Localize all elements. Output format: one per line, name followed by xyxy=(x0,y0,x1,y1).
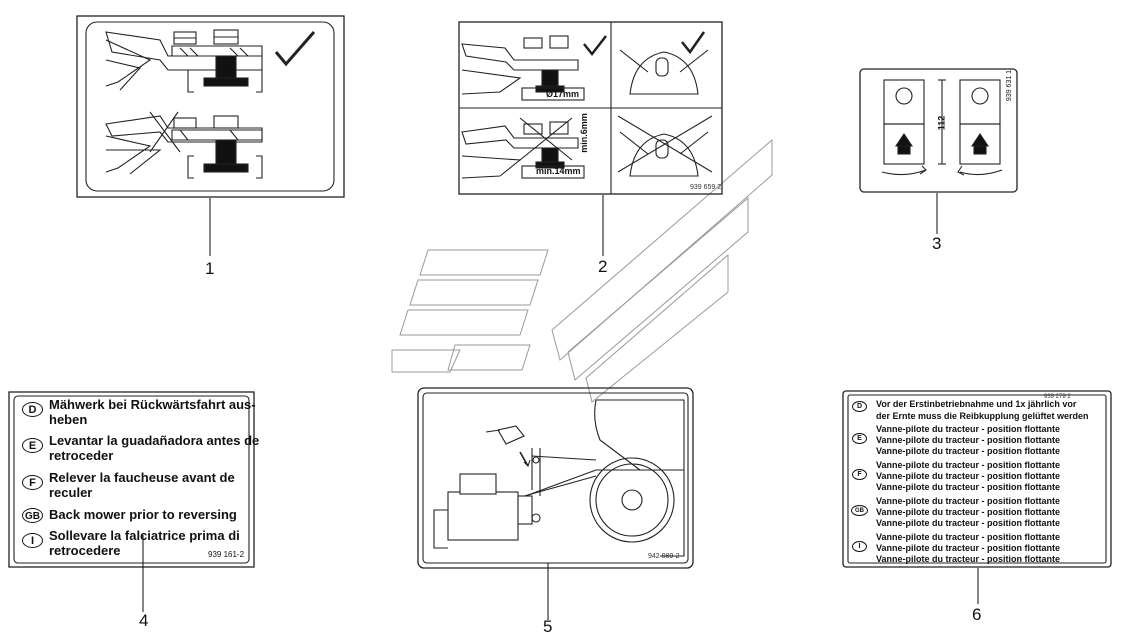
sticker6-e-line2: Vanne-pilote du tracteur - position flot… xyxy=(876,435,1061,445)
sticker3-dim: 112 xyxy=(936,115,947,131)
sticker6-d-line2: der Ernte muss die Reibkupplung gelüftet… xyxy=(876,411,1089,421)
sticker-5 xyxy=(417,387,694,620)
sticker4-e-line1: Levantar la guadañadora antes de xyxy=(49,433,260,448)
callout-5: 5 xyxy=(543,617,553,636)
sticker4-f-line1: Relever la faucheuse avant de xyxy=(49,470,235,485)
sticker5-part-number: 942 089-2 xyxy=(648,553,680,560)
sticker6-code-e: E xyxy=(852,433,867,444)
sticker2-dim-bottom: min.14mm xyxy=(536,166,581,176)
sticker4-f-line2: reculer xyxy=(49,485,93,500)
sticker-4 xyxy=(8,391,255,612)
sticker6-gb-line3: Vanne-pilote du tracteur - position flot… xyxy=(876,518,1061,528)
callout-1: 1 xyxy=(205,259,215,278)
sticker2-dim-side: min.6mm xyxy=(578,113,589,153)
sticker6-code-gb: GB xyxy=(851,505,868,516)
sticker4-code-f: F xyxy=(22,475,43,490)
sticker6-gb-line2: Vanne-pilote du tracteur - position flot… xyxy=(876,507,1061,517)
sticker6-f-line3: Vanne-pilote du tracteur - position flot… xyxy=(876,482,1061,492)
sticker6-i-line1: Vanne-pilote du tracteur - position flot… xyxy=(876,532,1061,542)
sticker4-d-line2: heben xyxy=(49,412,88,427)
sticker4-code-i: I xyxy=(22,533,43,548)
sticker2-part-number: 939 659 2 xyxy=(690,184,722,191)
sticker6-i-line3: Vanne-pilote du tracteur - position flot… xyxy=(876,554,1061,564)
sticker6-part-number: 939 279 2 xyxy=(1044,394,1071,400)
sticker-3 xyxy=(859,68,1018,234)
sticker6-code-i: I xyxy=(852,541,867,552)
callout-2: 2 xyxy=(598,257,608,276)
sticker6-f-line1: Vanne-pilote du tracteur - position flot… xyxy=(876,460,1061,470)
sticker-1 xyxy=(76,15,345,256)
sticker6-code-f: F xyxy=(852,469,867,480)
sticker4-gb-line1: Back mower prior to reversing xyxy=(49,507,237,522)
sticker-2 xyxy=(458,21,723,256)
sticker6-d-line1: Vor der Erstinbetriebnahme und 1x jährli… xyxy=(876,399,1077,409)
sticker4-code-d: D xyxy=(22,402,43,417)
sticker6-e-line1: Vanne-pilote du tracteur - position flot… xyxy=(876,424,1061,434)
sticker6-e-line3: Vanne-pilote du tracteur - position flot… xyxy=(876,446,1061,456)
sticker4-d-line1: Mähwerk bei Rückwärtsfahrt aus- xyxy=(49,397,256,412)
sticker4-code-e: E xyxy=(22,438,43,453)
sticker6-gb-line1: Vanne-pilote du tracteur - position flot… xyxy=(876,496,1061,506)
sticker-6 xyxy=(842,390,1112,604)
sticker3-part-number: 939 631 1 xyxy=(1006,69,1014,102)
sticker4-i-line2: retrocedere xyxy=(49,543,121,558)
sticker4-part-number: 939 161-2 xyxy=(208,550,245,559)
sticker4-code-gb: GB xyxy=(22,508,43,523)
sticker2-dim-top: Ø17mm xyxy=(546,89,580,99)
watermark-logo xyxy=(391,138,773,403)
callout-3: 3 xyxy=(932,234,942,253)
sticker4-e-line2: retroceder xyxy=(49,448,114,463)
sticker4-i-line1: Sollevare la falciatrice prima di xyxy=(49,528,240,543)
callout-6: 6 xyxy=(972,605,982,624)
sticker6-i-line2: Vanne-pilote du tracteur - position flot… xyxy=(876,543,1061,553)
sticker6-code-d: D xyxy=(852,401,867,412)
callout-4: 4 xyxy=(139,611,149,630)
sticker6-f-line2: Vanne-pilote du tracteur - position flot… xyxy=(876,471,1061,481)
